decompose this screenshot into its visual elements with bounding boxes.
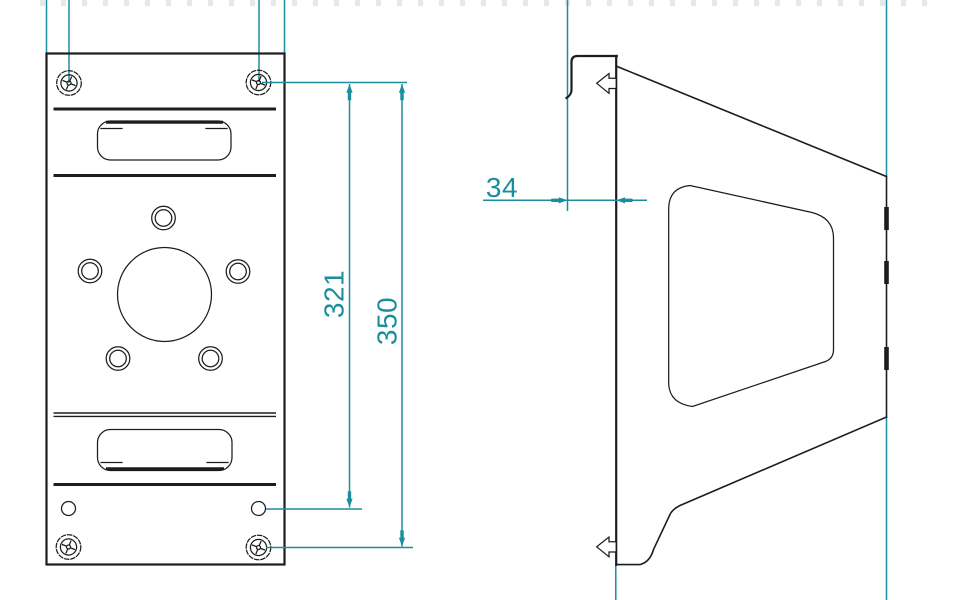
- bolt-hole: [198, 346, 223, 371]
- arrowhead-icon: [398, 84, 406, 101]
- front-dimensions: 321 350: [262, 81, 413, 549]
- lower-slot: [96, 428, 233, 472]
- center-bore: [116, 246, 213, 343]
- screw-side-icon: [596, 536, 617, 558]
- side-view: 34: [483, 0, 889, 600]
- lightening-cutout: [668, 184, 835, 408]
- gusset-bottom-edge: [615, 415, 888, 566]
- cropped-top-dashes: [40, 0, 935, 6]
- dimension-label: 350: [372, 297, 403, 345]
- upper-slot: [96, 120, 232, 161]
- dimension-34: 34: [483, 172, 647, 204]
- dimension-label: 34: [486, 172, 518, 203]
- mounting-plate-outline: [45, 52, 286, 566]
- bolt-hole: [77, 258, 103, 284]
- pilot-hole: [60, 500, 77, 517]
- dimension-350: 350: [372, 84, 406, 547]
- dimension-321: 321: [319, 84, 353, 508]
- bolt-hole: [105, 346, 131, 371]
- dimension-label: 321: [319, 270, 350, 318]
- arrowhead-icon: [398, 530, 406, 547]
- arrowhead-icon: [551, 197, 568, 204]
- screw-side-icon: [596, 72, 617, 94]
- top-flange: [564, 54, 618, 100]
- front-view: [45, 0, 286, 566]
- arrowhead-icon: [346, 84, 353, 101]
- screw-head-icon: [55, 534, 82, 560]
- arrowhead-icon: [616, 197, 633, 204]
- bolt-hole: [151, 205, 176, 231]
- bolt-hole: [225, 259, 251, 284]
- pilot-hole: [250, 500, 267, 517]
- gusset-top-edge: [616, 65, 888, 178]
- arrowhead-icon: [346, 491, 353, 508]
